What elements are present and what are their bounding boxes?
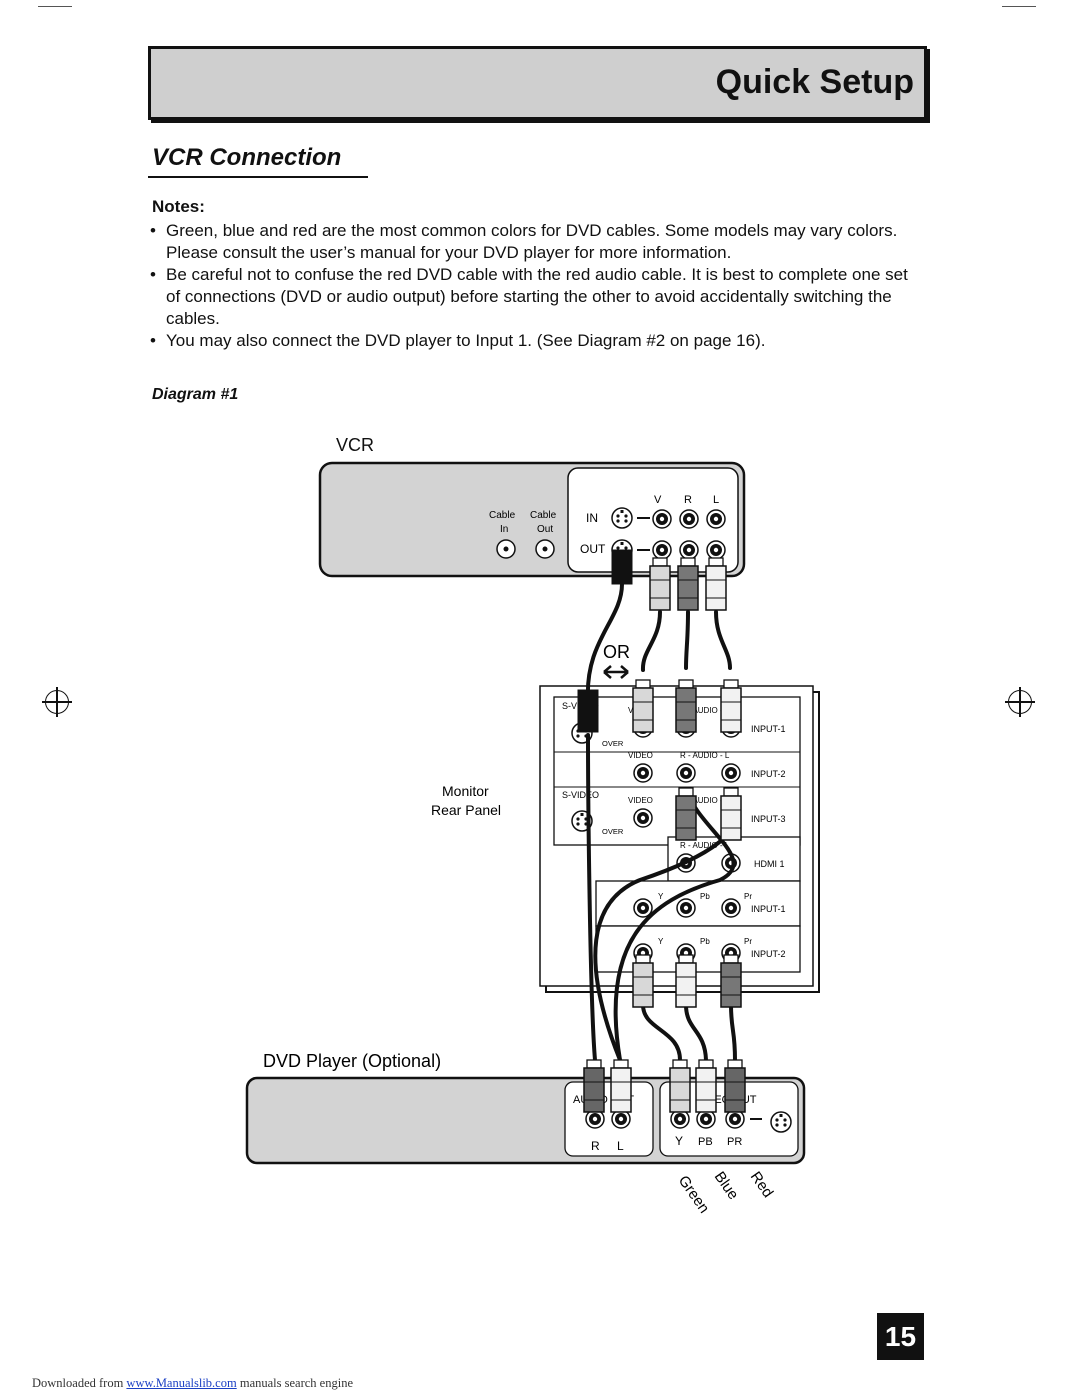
registration-mark-right — [1005, 687, 1035, 717]
dvd-pr-label: PR — [727, 1136, 742, 1148]
vcr-in-label: IN — [586, 511, 598, 525]
monitor-video-jack-input2 — [633, 763, 653, 783]
monitor-over-label: OVER — [602, 739, 624, 748]
dvd-audio-l-plug — [610, 1059, 632, 1113]
vcr-audio-l-plug — [705, 557, 727, 611]
vcr-cable-in-label: In — [500, 524, 508, 535]
cable-out-jack — [535, 539, 555, 559]
vcr-col-r: R — [684, 494, 692, 506]
footer: Downloaded from www.Manualslib.com manua… — [32, 1376, 353, 1391]
vcr-title: VCR — [336, 435, 374, 455]
monitor-audio-r-plug-input3 — [675, 787, 697, 841]
monitor-audio-label: R - AUDIO - L — [680, 796, 730, 805]
vcr-audio-r-plug — [677, 557, 699, 611]
dvd-audio-r-plug — [583, 1059, 605, 1113]
cable-color-blue-label: Blue — [711, 1169, 742, 1203]
monitor-input2-label: INPUT-2 — [751, 769, 786, 779]
vcr-col-l: L — [713, 494, 719, 506]
vcr-audio-r-out-jack — [679, 540, 699, 560]
monitor-video-plug — [632, 679, 654, 733]
vcr-cable-out-label: Out — [537, 524, 553, 535]
header-banner: Quick Setup — [148, 46, 927, 120]
page-number: 15 — [877, 1313, 924, 1360]
monitor-video-jack-input3 — [633, 808, 653, 828]
dvd-y-label: Y — [675, 1134, 683, 1148]
cable-color-red-label: Red — [747, 1169, 777, 1201]
or-label: OR — [603, 642, 630, 662]
dvd-pr-plug — [724, 1059, 746, 1113]
vcr-audio-l-in-jack — [706, 509, 726, 529]
crop-mark-top-left — [38, 6, 72, 7]
monitor-audio-r-jack-input2 — [676, 763, 696, 783]
diagram-heading: Diagram #1 — [152, 386, 239, 403]
monitor-video-label: VIDEO — [628, 796, 653, 805]
dvd-pb-plug — [695, 1059, 717, 1113]
monitor-component1-pr-jack — [721, 898, 741, 918]
monitor-pb-label: Pb — [700, 892, 710, 901]
component-y-plug — [632, 954, 654, 1008]
dvd-l-label: L — [617, 1139, 624, 1153]
vcr-cable-label: Cable — [489, 510, 516, 521]
registration-mark-left — [42, 687, 72, 717]
monitor-pr-label: Pr — [744, 892, 752, 901]
vcr-cable-label: Cable — [530, 510, 557, 521]
monitor-hdmi1-label: HDMI 1 — [754, 859, 785, 869]
monitor-audio-l-plug-input3 — [720, 787, 742, 841]
monitor-input3-label: INPUT-3 — [751, 814, 786, 824]
monitor-audio-label: R - AUDIO - L — [680, 751, 730, 760]
notes-list: Green, blue and red are the most common … — [148, 220, 918, 352]
section-title: VCR Connection — [152, 144, 342, 171]
note-item: You may also connect the DVD player to I… — [148, 330, 918, 352]
vcr-audio-l-out-jack — [706, 540, 726, 560]
vcr-svideo-in-jack — [611, 507, 633, 529]
monitor-input1-label: INPUT-1 — [751, 904, 786, 914]
vcr-video-in-jack — [652, 509, 672, 529]
dvd-y-plug — [669, 1059, 691, 1113]
vcr-col-v: V — [654, 494, 662, 506]
monitor-over-label: OVER — [602, 827, 624, 836]
footer-prefix: Downloaded from — [32, 1376, 127, 1390]
dvd-r-label: R — [591, 1139, 600, 1153]
monitor-video-label: VIDEO — [628, 751, 653, 760]
monitor-input1-label: INPUT-1 — [751, 724, 786, 734]
cable-color-green-label: Green — [675, 1173, 713, 1217]
component-pr-plug — [720, 954, 742, 1008]
monitor-input2-label: INPUT-2 — [751, 949, 786, 959]
cable-in-jack — [496, 539, 516, 559]
monitor-audio-l-jack-input2 — [721, 763, 741, 783]
note-item: Green, blue and red are the most common … — [148, 220, 918, 264]
crop-mark-top-right — [1002, 6, 1036, 7]
monitor-audio-label: R - AUDIO - L — [680, 841, 730, 850]
monitor-svideo-label: S-VIDEO — [562, 790, 599, 800]
page-header-title: Quick Setup — [715, 63, 914, 101]
section-underline — [148, 176, 368, 178]
note-item: Be careful not to confuse the red DVD ca… — [148, 264, 918, 330]
component-pb-plug — [675, 954, 697, 1008]
footer-suffix: manuals search engine — [236, 1376, 353, 1390]
monitor-pr-label: Pr — [744, 937, 752, 946]
dvd-pb-label: PB — [698, 1136, 713, 1148]
monitor-audio-label: R - AUDIO - L — [680, 706, 730, 715]
vcr-audio-r-in-jack — [679, 509, 699, 529]
monitor-label: Monitor — [442, 783, 489, 799]
monitor-y-label: Y — [658, 892, 664, 901]
monitor-pb-label: Pb — [700, 937, 710, 946]
monitor-component1-y-jack — [633, 898, 653, 918]
cables — [585, 582, 741, 1062]
monitor-label: Rear Panel — [431, 802, 501, 818]
monitor-audio-r-plug — [675, 679, 697, 733]
footer-link[interactable]: www.Manualslib.com — [126, 1376, 237, 1390]
vcr-video-plug — [649, 557, 671, 611]
notes-heading: Notes: — [152, 197, 205, 216]
monitor-component1-pb-jack — [676, 898, 696, 918]
dvd-title: DVD Player (Optional) — [263, 1051, 441, 1071]
vcr-out-label: OUT — [580, 542, 606, 556]
monitor-audio-l-plug — [720, 679, 742, 733]
monitor-y-label: Y — [658, 937, 664, 946]
vcr-video-out-jack — [652, 540, 672, 560]
dvd-svideo-jack — [770, 1111, 792, 1133]
